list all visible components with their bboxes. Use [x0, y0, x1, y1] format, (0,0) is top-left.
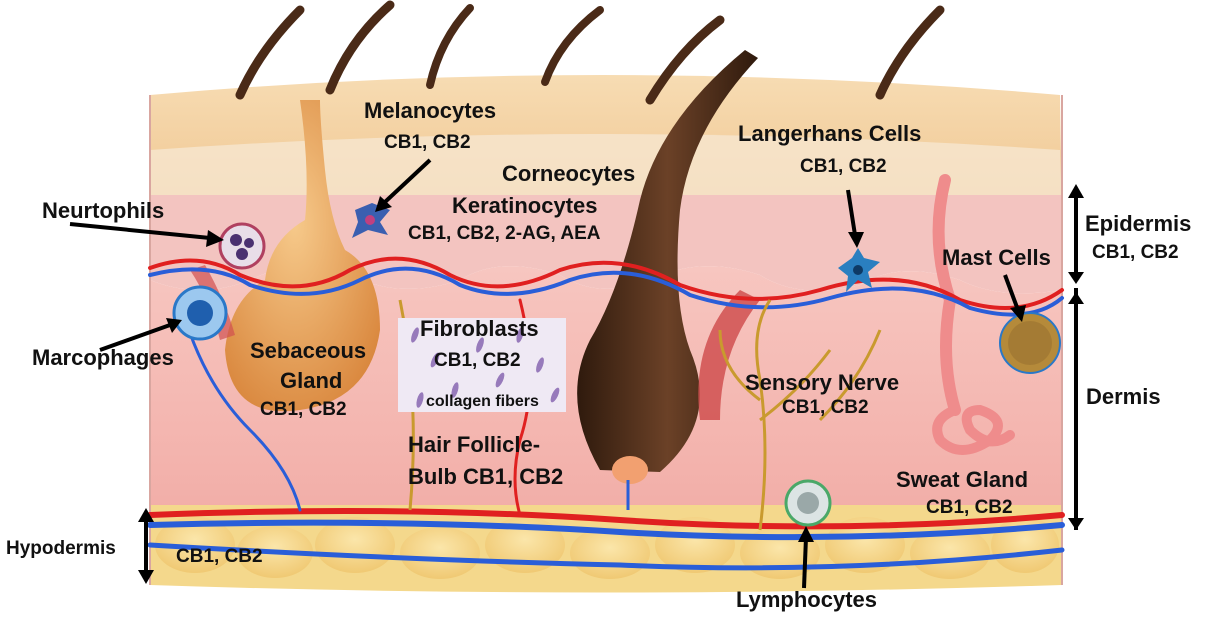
dermis-label: Dermis [1086, 386, 1161, 408]
hair-follicle-label-2: Bulb CB1, CB2 [408, 466, 563, 488]
hypodermis-receptors: CB1, CB2 [176, 547, 263, 566]
fibroblasts-label: Fibroblasts [420, 318, 539, 340]
corneocytes-label: Corneocytes [502, 163, 635, 185]
keratinocytes-label: Keratinocytes [452, 195, 598, 217]
langerhans-label: Langerhans Cells [738, 123, 921, 145]
neutrophil-cell [220, 224, 264, 268]
fibroblasts-receptors: CB1, CB2 [434, 351, 521, 370]
sensory-nerve-receptors: CB1, CB2 [782, 398, 869, 417]
sebaceous-label-1: Sebaceous [250, 340, 366, 362]
mast-cell [1000, 313, 1060, 373]
sweat-gland-label: Sweat Gland [896, 469, 1028, 491]
langerhans-receptors: CB1, CB2 [800, 157, 887, 176]
neutrophils-label: Neurtophils [42, 200, 164, 222]
epidermis-receptors: CB1, CB2 [1092, 243, 1179, 262]
epidermis-label: Epidermis [1085, 213, 1191, 235]
sebaceous-label-2: Gland [280, 370, 342, 392]
melanocytes-label: Melanocytes [364, 100, 496, 122]
lymphocytes-label: Lymphocytes [736, 589, 877, 611]
hair-follicle-label-1: Hair Follicle- [408, 434, 540, 456]
sensory-nerve-label: Sensory Nerve [745, 372, 899, 394]
mast-cells-label: Mast Cells [942, 247, 1051, 269]
sebaceous-receptors: CB1, CB2 [260, 400, 347, 419]
lymphocyte-cell [786, 481, 830, 525]
sweat-gland-receptors: CB1, CB2 [926, 498, 1013, 517]
hypodermis-label: Hypodermis [6, 539, 116, 558]
macrophage-cell [174, 287, 226, 339]
keratinocytes-receptors: CB1, CB2, 2-AG, AEA [408, 224, 601, 243]
macrophages-label: Marcophages [32, 347, 174, 369]
melanocytes-receptors: CB1, CB2 [384, 133, 471, 152]
collagen-label: collagen fibers [426, 394, 539, 410]
